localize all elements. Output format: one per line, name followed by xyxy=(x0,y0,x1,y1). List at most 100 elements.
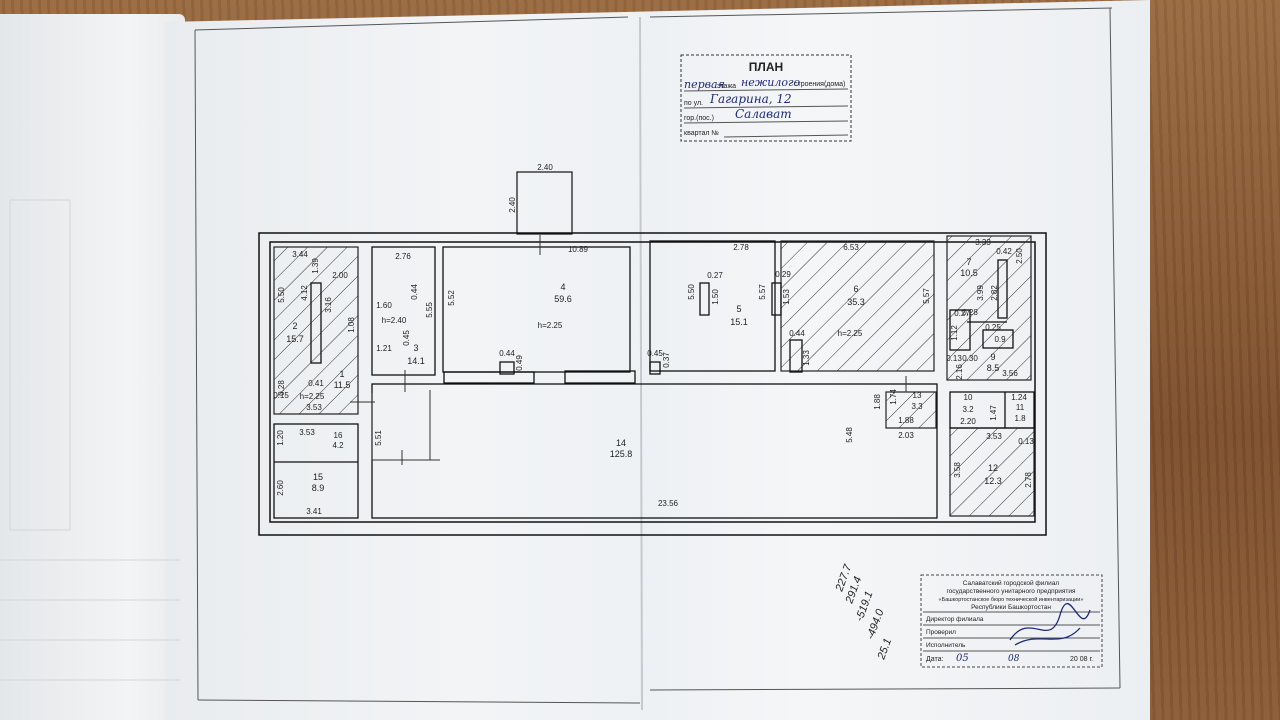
room-4: 4 59.6 h=2.25 xyxy=(538,282,572,330)
dim-label: 5.55 xyxy=(425,302,434,318)
approval-date-year: 20 08 г. xyxy=(1070,656,1093,663)
room-labels: 1 11.5 h=2.25 2 15.7 h=2.40 3 14.1 4 59.… xyxy=(286,257,1026,493)
approval-director-label: Директор филиала xyxy=(926,616,984,623)
dim-label: 0.42 xyxy=(996,247,1012,256)
stamp-quarter-label: квартал № xyxy=(684,130,719,137)
dim-label: 1.12 xyxy=(950,325,959,341)
dim-label: 3.41 xyxy=(306,507,322,516)
dim-label: 0.30 xyxy=(962,354,978,363)
room-12: 12 12.3 xyxy=(984,463,1002,486)
approval-date-label: Дата: xyxy=(926,656,944,663)
dim-label: 2.40 xyxy=(537,163,553,172)
svg-text:35.3: 35.3 xyxy=(847,297,865,307)
dim-label: 2.76 xyxy=(395,252,411,261)
dim-label: 23.56 xyxy=(658,499,679,508)
svg-text:9: 9 xyxy=(990,352,995,362)
room-7: 7 10.5 xyxy=(960,257,978,278)
dim-label: 3.58 xyxy=(953,462,962,478)
dim-label: 5.57 xyxy=(758,284,767,300)
approval-executor-label: Исполнитель xyxy=(926,642,966,649)
room-15: 15 8.9 xyxy=(312,472,325,493)
svg-text:25.1: 25.1 xyxy=(875,637,894,662)
svg-text:7: 7 xyxy=(966,257,971,267)
svg-text:8.9: 8.9 xyxy=(312,483,325,493)
dim-label: 4.12 xyxy=(300,285,309,301)
room-5: 5 15.1 xyxy=(730,304,748,327)
dim-label: 3.53 xyxy=(986,432,1002,441)
room-13: 13 3.3 xyxy=(911,391,923,411)
svg-text:10: 10 xyxy=(964,393,973,402)
room-14: 14 125.8 xyxy=(610,438,633,459)
dim-label: 3.33 xyxy=(975,238,991,247)
dim-label: 0.49 xyxy=(515,355,524,371)
dim-label: 1.21 xyxy=(376,344,392,353)
room-10: 10 3.2 xyxy=(962,393,974,414)
dim-label: 5.57 xyxy=(922,288,931,304)
dimension-labels: 2.40 2.40 10.89 2.78 6.53 3.33 0.42 2.50… xyxy=(273,163,1034,516)
dim-label: 1.08 xyxy=(347,317,356,333)
dim-label: 0.15 xyxy=(273,391,289,400)
dim-label: 0.25 xyxy=(985,323,1001,332)
stamp-street-label: по ул. xyxy=(684,100,703,107)
dim-label: 0.13 xyxy=(946,354,962,363)
approval-checked-label: Проверил xyxy=(926,629,956,636)
door-marks xyxy=(350,235,907,465)
dim-label: 0.45 xyxy=(402,330,411,346)
room-16: 16 4.2 xyxy=(332,431,344,450)
dim-label: 5.50 xyxy=(687,284,696,300)
dim-label: 0.28 xyxy=(962,308,978,317)
svg-text:14.1: 14.1 xyxy=(407,356,425,366)
room-11: 11 1.8 xyxy=(1014,403,1026,423)
dim-label: 2.78 xyxy=(1024,472,1033,488)
dim-label: 2.78 xyxy=(733,243,749,252)
svg-text:h=2.40: h=2.40 xyxy=(382,316,407,325)
dim-label: 2.16 xyxy=(955,364,964,380)
dim-label: 2.03 xyxy=(898,431,914,440)
svg-text:6: 6 xyxy=(853,284,858,294)
dim-label: 0.13 xyxy=(1018,437,1034,446)
svg-text:4: 4 xyxy=(560,282,565,292)
stamp-street-hand: Гагарина, 12 xyxy=(709,92,792,106)
dim-label: 3.44 xyxy=(292,250,308,259)
left-page xyxy=(0,14,185,720)
stamp-floor-hand: первая xyxy=(684,78,725,91)
hatched-rooms xyxy=(273,235,1035,517)
sheet-frame xyxy=(194,7,1121,711)
title-stamp: ПЛАН первая этажа нежилого строения(дома… xyxy=(680,54,852,142)
dim-label: 3.53 xyxy=(306,403,322,412)
dim-label: 5.52 xyxy=(447,290,456,306)
approval-org-line-2: государственного унитарного предприятия xyxy=(946,588,1076,595)
stamp-city-hand: Салават xyxy=(735,107,792,121)
svg-text:3.2: 3.2 xyxy=(962,405,974,414)
svg-text:0.9: 0.9 xyxy=(994,335,1006,344)
dim-label: 1.88 xyxy=(898,416,914,425)
svg-text:h=2.25: h=2.25 xyxy=(838,329,863,338)
svg-text:125.8: 125.8 xyxy=(610,449,633,459)
svg-text:5: 5 xyxy=(736,304,741,314)
dim-label: 1.33 xyxy=(802,350,811,366)
dim-label: 0.28 xyxy=(277,380,286,396)
dim-label: 5.48 xyxy=(845,427,854,443)
dim-label: 1.50 xyxy=(711,289,720,305)
dim-label: 3.53 xyxy=(299,428,315,437)
dim-label: 0.27 xyxy=(707,271,723,280)
outer-walls xyxy=(258,171,1047,536)
signature xyxy=(1009,603,1091,646)
dim-label: 6.53 xyxy=(843,243,859,252)
approval-date-day: 05 xyxy=(956,653,969,664)
left-page-faint-lines xyxy=(0,199,180,681)
svg-text:12.3: 12.3 xyxy=(984,476,1002,486)
svg-text:59.6: 59.6 xyxy=(554,294,572,304)
stamp-building-label: строения(дома) xyxy=(794,81,845,88)
dim-label: 3.99 xyxy=(976,285,985,301)
svg-text:15.1: 15.1 xyxy=(730,317,748,327)
dim-label: 1.39 xyxy=(311,258,320,274)
svg-text:h=2.25: h=2.25 xyxy=(300,392,325,401)
dim-label: 1.88 xyxy=(873,394,882,410)
dim-label: 1.60 xyxy=(376,301,392,310)
svg-text:3: 3 xyxy=(413,343,418,353)
svg-text:12: 12 xyxy=(988,463,998,473)
stamp-city-label: гор.(пос.) xyxy=(684,115,714,122)
